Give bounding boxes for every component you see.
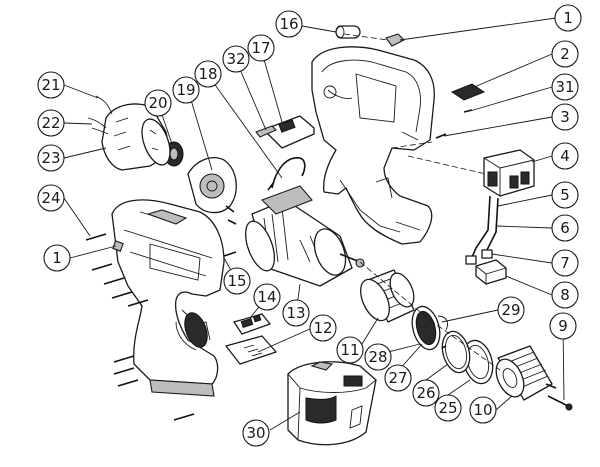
part-motor-plate-19 [187, 157, 237, 225]
callout-13: 13 [282, 299, 310, 327]
part-gearbox-13 [244, 185, 365, 287]
part-chuck-10 [495, 345, 557, 401]
callout-30: 30 [242, 419, 270, 447]
callout-10: 10 [469, 396, 497, 424]
callout-26: 26 [412, 379, 440, 407]
svg-text:11: 11 [340, 341, 359, 359]
svg-text:17: 17 [251, 39, 270, 57]
part-screw-9 [547, 395, 573, 411]
callout-31: 31 [551, 73, 579, 101]
part-housing-right [311, 33, 486, 245]
svg-text:9: 9 [558, 317, 568, 335]
svg-text:16: 16 [279, 15, 298, 33]
svg-text:6: 6 [560, 219, 570, 237]
callout-28: 28 [364, 343, 392, 371]
part-contact-block-4 [483, 149, 535, 197]
callout-19: 19 [172, 76, 200, 104]
svg-text:28: 28 [368, 348, 387, 366]
part-battery-pack-30 [287, 361, 377, 446]
svg-text:25: 25 [438, 399, 457, 417]
svg-text:22: 22 [41, 114, 60, 132]
svg-text:4: 4 [560, 147, 570, 165]
callout-29: 29 [497, 296, 525, 324]
svg-text:2: 2 [560, 45, 570, 63]
svg-text:15: 15 [227, 272, 246, 290]
callout-15: 15 [223, 267, 251, 295]
callout-4: 4 [551, 142, 579, 170]
callout-22: 22 [37, 109, 65, 137]
svg-text:20: 20 [148, 94, 167, 112]
part-switch-module-17 [255, 115, 315, 149]
callout-18: 18 [194, 60, 222, 88]
callout-3: 3 [551, 103, 579, 131]
part-connector-8 [475, 259, 507, 285]
callout-6: 6 [551, 214, 579, 242]
callout-20: 20 [144, 89, 172, 117]
svg-text:30: 30 [246, 424, 265, 442]
part-screws-left [85, 233, 237, 421]
part-rings-25-26 [441, 330, 494, 385]
part-pcb-12 [225, 335, 277, 365]
assembly-lines [343, 33, 501, 371]
svg-text:5: 5 [560, 186, 570, 204]
callout-9: 9 [549, 312, 577, 340]
svg-text:32: 32 [226, 50, 245, 68]
svg-text:24: 24 [41, 189, 60, 207]
part-terminal-strips-5-6-7 [465, 195, 499, 265]
callout-12: 12 [309, 314, 337, 342]
svg-text:21: 21 [41, 76, 60, 94]
callout-24: 24 [37, 184, 65, 212]
callout-32: 32 [222, 45, 250, 73]
svg-text:18: 18 [198, 65, 217, 83]
callout-25: 25 [434, 394, 462, 422]
callout-21: 21 [37, 71, 65, 99]
svg-text:1: 1 [52, 249, 62, 267]
callout-8: 8 [551, 281, 579, 309]
svg-text:7: 7 [560, 254, 570, 272]
part-clutch-ring-28 [411, 305, 449, 351]
svg-text:26: 26 [416, 384, 435, 402]
svg-text:8: 8 [560, 286, 570, 304]
callout-1-left: 1 [43, 244, 71, 272]
svg-text:3: 3 [560, 108, 570, 126]
callout-11: 11 [336, 336, 364, 364]
svg-text:31: 31 [555, 78, 574, 96]
callout-7: 7 [551, 249, 579, 277]
part-led-board-14 [233, 313, 271, 335]
svg-text:1: 1 [563, 9, 573, 27]
svg-text:27: 27 [388, 369, 407, 387]
part-wire-spring-18 [267, 157, 306, 191]
svg-text:12: 12 [313, 319, 332, 337]
part-motor-21 [87, 95, 171, 171]
callout-23: 23 [37, 144, 65, 172]
callout-bubbles: 1 2 31 3 4 5 6 7 8 9 29 10 25 26 27 28 1… [37, 4, 582, 447]
callout-14: 14 [253, 283, 281, 311]
callout-17: 17 [247, 34, 275, 62]
part-clutch-collar-11 [360, 269, 415, 323]
callout-2: 2 [551, 40, 579, 68]
svg-text:14: 14 [257, 288, 276, 306]
svg-text:23: 23 [41, 149, 60, 167]
svg-text:13: 13 [286, 304, 305, 322]
callout-1-top: 1 [554, 4, 582, 32]
svg-text:29: 29 [501, 301, 520, 319]
callout-27: 27 [384, 364, 412, 392]
part-housing-left [111, 199, 225, 397]
callout-5: 5 [551, 181, 579, 209]
part-cylinder-16 [335, 25, 361, 39]
svg-text:19: 19 [176, 81, 195, 99]
callout-16: 16 [275, 10, 303, 38]
svg-text:10: 10 [473, 401, 492, 419]
